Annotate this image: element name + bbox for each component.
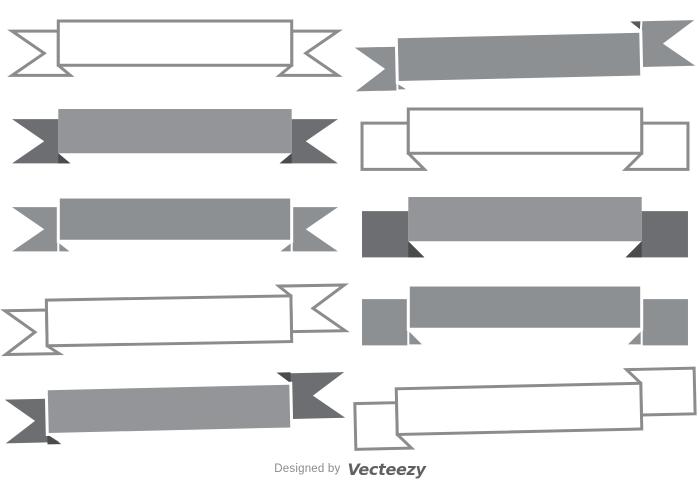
footer-credit: Designed by Vecteezy xyxy=(0,454,700,490)
ribbon-solid-tabs-uniform-icon xyxy=(362,283,688,347)
ribbon-left-fold xyxy=(58,153,71,164)
ribbon-left-fold xyxy=(396,80,413,92)
ribbon-right-fold xyxy=(279,153,292,164)
ribbon-left-fold xyxy=(407,326,427,347)
ribbon-band xyxy=(394,381,644,437)
ribbon-left-tail xyxy=(12,118,71,164)
ribbon-solid-swallowtail-asymmetric-icon xyxy=(354,19,696,92)
ribbon-solid-swallowtail-asymmetric-two-tone xyxy=(0,366,350,454)
ribbon-outline-tabs-symmetric xyxy=(350,102,700,190)
ribbon-right-fold xyxy=(623,326,643,347)
ribbon-solid-tabs-two-tone xyxy=(350,190,700,278)
ribbon-outline-tabs-asymmetric-icon xyxy=(353,366,697,452)
ribbon-outline-tabs-icon xyxy=(360,107,690,171)
ribbon-solid-swallowtail-uniform-icon xyxy=(12,195,338,254)
ribbon-right-tail xyxy=(278,372,346,420)
ribbon-left-fold xyxy=(408,241,425,258)
ribbon-outline-swallowtail-symmetric xyxy=(0,14,350,102)
ribbon-band xyxy=(56,195,294,243)
ribbon-band xyxy=(44,294,294,348)
ribbon-right-fold xyxy=(276,372,291,384)
ribbon-right-tail xyxy=(628,20,696,68)
ribbon-outline-tabs-asymmetric xyxy=(350,366,700,454)
ribbon-right-tail xyxy=(279,206,338,252)
ribbon-band xyxy=(408,196,642,242)
ribbon-right-fold xyxy=(624,19,643,34)
ribbon-solid-swallowtail-uniform xyxy=(0,190,350,278)
ribbon-outline-swallowtail-icon xyxy=(7,19,343,77)
ribbon-left-fold xyxy=(57,238,76,254)
ribbon-band xyxy=(406,107,644,155)
ribbon-solid-tabs-uniform xyxy=(350,278,700,366)
ribbon-solid-swallowtail-asymmetric xyxy=(350,14,700,102)
ribbon-outline-swallowtail-asymmetric xyxy=(0,278,350,366)
ribbon-band xyxy=(394,29,644,85)
ribbon-band xyxy=(44,381,294,437)
ribbon-right-fold xyxy=(625,241,642,258)
ribbon-right-tail xyxy=(279,118,338,164)
ribbon-band xyxy=(406,283,644,331)
ribbon-band xyxy=(58,108,292,154)
vecteezy-logo: Vecteezy xyxy=(347,459,426,479)
ribbon-solid-swallowtail-two-tone xyxy=(0,102,350,190)
ribbon-left-fold xyxy=(47,434,62,445)
ribbon-outline-swallowtail-asymmetric-icon xyxy=(0,283,350,357)
ribbon-grid xyxy=(0,14,700,454)
ribbon-solid-swallowtail-icon xyxy=(12,108,338,164)
ribbon-solid-swallowtail-asymmetric-two-tone-icon xyxy=(4,372,346,445)
ribbon-right-fold xyxy=(274,238,293,254)
designed-by-label: Designed by xyxy=(274,463,341,475)
ribbon-solid-tabs-icon xyxy=(362,196,688,258)
ribbon-left-tail xyxy=(12,206,71,252)
ribbon-band xyxy=(56,19,294,67)
